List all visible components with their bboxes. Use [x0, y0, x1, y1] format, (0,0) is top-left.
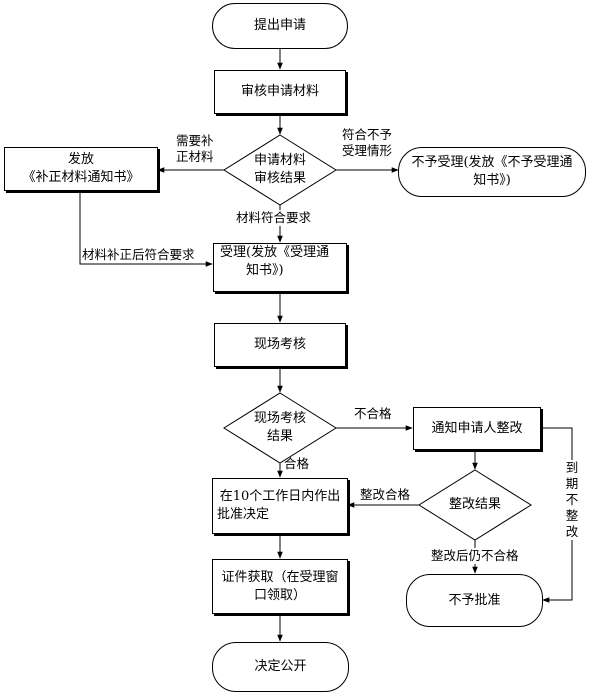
- fix-result-text: 整改结果: [435, 496, 515, 514]
- label-need-fix-line1: 需要补: [176, 133, 214, 148]
- decision-line1: 在10个工作日内作出: [219, 489, 341, 504]
- review-result-line2: 审核结果: [253, 171, 306, 186]
- approval-decision-box: 在10个工作日内作出 批准决定: [212, 478, 348, 534]
- label-not-meet: 符合不予 受理情形: [342, 127, 392, 159]
- reject-node: 不予受理(发放《不予受理通 知书》): [398, 147, 586, 197]
- reject-line2: 知书》): [473, 173, 511, 188]
- label-pass: 合格: [284, 456, 310, 471]
- decision-line2: 批准决定: [217, 507, 270, 522]
- deny-label: 不予批准: [448, 592, 501, 608]
- accept-line1: 受理(发放《受理通: [220, 245, 330, 260]
- accept-line2: 知书》): [246, 263, 284, 278]
- label-expired: 到期不整改: [564, 460, 580, 540]
- publish-label: 决定公开: [254, 659, 307, 674]
- inspect-result-line1: 现场考核: [253, 411, 306, 426]
- fix-result-label: 整改结果: [448, 497, 501, 512]
- supplement-line1: 发放: [67, 152, 94, 167]
- review-result-text: 申请材料 审核结果: [240, 152, 320, 188]
- label-fail: 不合格: [354, 406, 392, 421]
- label-fix-fail: 整改后仍不合格: [431, 548, 519, 564]
- label-fixed-meets: 材料补正后符合要求: [82, 247, 195, 262]
- reject-line1: 不予受理(发放《不予受理通: [411, 155, 573, 170]
- label-need-fix: 需要补 正材料: [176, 133, 214, 165]
- notify-rectify-box: 通知申请人整改: [413, 407, 541, 450]
- site-inspection-label: 现场考核: [253, 337, 306, 352]
- site-inspection-box: 现场考核: [214, 323, 346, 367]
- start-label: 提出申请: [253, 18, 306, 33]
- notify-rectify-label: 通知申请人整改: [431, 420, 523, 436]
- accept-box: 受理(发放《受理通 知书》): [213, 243, 347, 292]
- deny-node: 不予批准: [406, 574, 543, 627]
- inspect-result-line2: 结果: [266, 429, 293, 444]
- label-not-meet-line1: 符合不予: [342, 127, 393, 142]
- review-materials-label: 审核申请材料: [240, 84, 319, 99]
- edge-fixed-meets: [79, 190, 213, 267]
- start-node: 提出申请: [212, 3, 348, 49]
- label-need-fix-line2: 正材料: [176, 149, 214, 164]
- review-result-line1: 申请材料: [253, 153, 306, 168]
- label-fix-pass: 整改合格: [360, 487, 411, 502]
- supplement-line2: 《补正材料通知书》: [22, 170, 140, 185]
- publish-node: 决定公开: [212, 642, 349, 692]
- certificate-line1: 证件获取（在受理窗: [221, 569, 339, 585]
- inspect-result-text: 现场考核 结果: [240, 410, 320, 446]
- certificate-box: 证件获取（在受理窗 口领取）: [212, 559, 348, 614]
- review-materials-box: 审核申请材料: [214, 70, 346, 114]
- label-not-meet-line2: 受理情形: [342, 143, 393, 158]
- label-meets: 材料符合要求: [236, 210, 312, 226]
- supplement-notice-box: 发放 《补正材料通知书》: [4, 147, 158, 191]
- certificate-line2: 口领取）: [253, 587, 306, 603]
